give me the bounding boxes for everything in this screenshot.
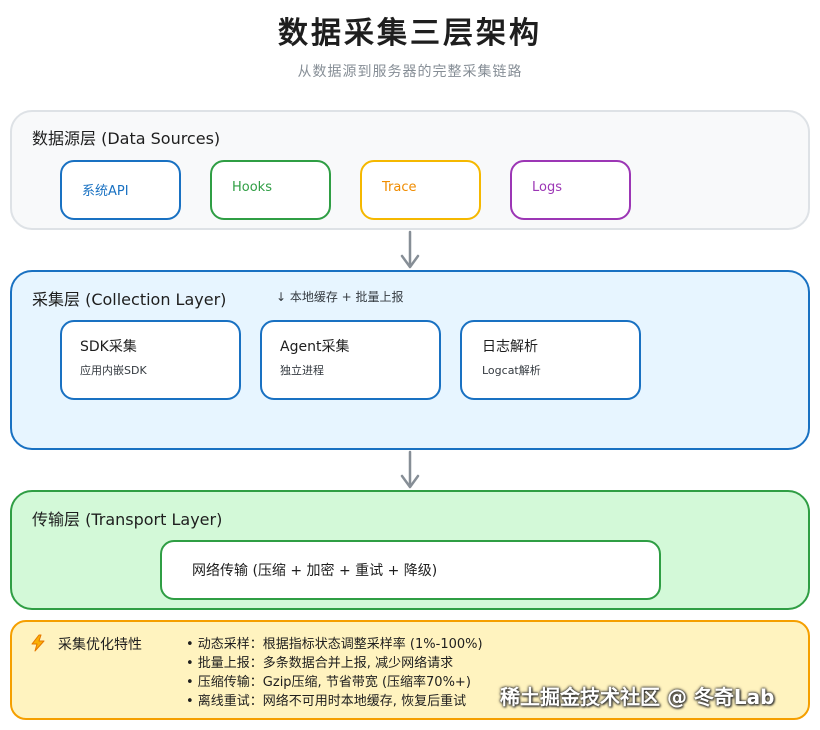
collection-item-desc: 独立进程: [280, 364, 324, 377]
collection-item-desc: 应用内嵌SDK: [80, 364, 147, 377]
source-item-label: Trace: [382, 180, 417, 195]
optimization-bullet: • 动态采样：根据指标状态调整采样率 (1%-100%): [186, 637, 483, 652]
network-transport-box: 网络传输 (压缩 + 加密 + 重试 + 降级): [160, 540, 661, 600]
optimization-panel: [10, 620, 810, 720]
watermark: 稀土掘金技术社区 @ 冬奇Lab: [500, 685, 775, 709]
optimization-title: 采集优化特性: [58, 637, 142, 653]
collection-item-log-parse: 日志解析 Logcat解析: [460, 320, 641, 400]
source-layer-title: 数据源层 (Data Sources): [32, 129, 221, 148]
collection-item-agent: Agent采集 独立进程: [260, 320, 441, 400]
source-item-hooks: Hooks: [210, 160, 331, 220]
source-item-system-api: 系统API: [60, 160, 181, 220]
optimization-bullet: • 离线重试：网络不可用时本地缓存, 恢复后重试: [186, 694, 467, 709]
collection-item-title: SDK采集: [80, 339, 137, 355]
transport-layer-title: 传输层 (Transport Layer): [32, 510, 223, 529]
source-item-logs: Logs: [510, 160, 631, 220]
source-item-trace: Trace: [360, 160, 481, 220]
collection-layer-title: 采集层 (Collection Layer): [32, 290, 227, 309]
page-subtitle: 从数据源到服务器的完整采集链路: [297, 64, 523, 80]
down-arrow-icon: [398, 450, 422, 490]
source-item-label: Hooks: [232, 180, 272, 195]
collection-item-title: Agent采集: [280, 339, 350, 355]
down-arrow-icon: [398, 230, 422, 270]
lightning-icon: [30, 634, 46, 656]
collection-item-sdk: SDK采集 应用内嵌SDK: [60, 320, 241, 400]
collection-item-title: 日志解析: [482, 339, 538, 355]
collection-layer-note: ↓ 本地缓存 + 批量上报: [276, 290, 404, 304]
collection-item-desc: Logcat解析: [482, 364, 541, 377]
page-title: 数据采集三层架构: [278, 16, 542, 51]
source-item-label: 系统API: [82, 184, 129, 199]
optimization-bullet: • 压缩传输：Gzip压缩, 节省带宽 (压缩率70%+): [186, 675, 471, 690]
network-transport-label: 网络传输 (压缩 + 加密 + 重试 + 降级): [192, 563, 438, 579]
optimization-bullet: • 批量上报：多条数据合并上报, 减少网络请求: [186, 656, 454, 671]
source-item-label: Logs: [532, 180, 562, 195]
